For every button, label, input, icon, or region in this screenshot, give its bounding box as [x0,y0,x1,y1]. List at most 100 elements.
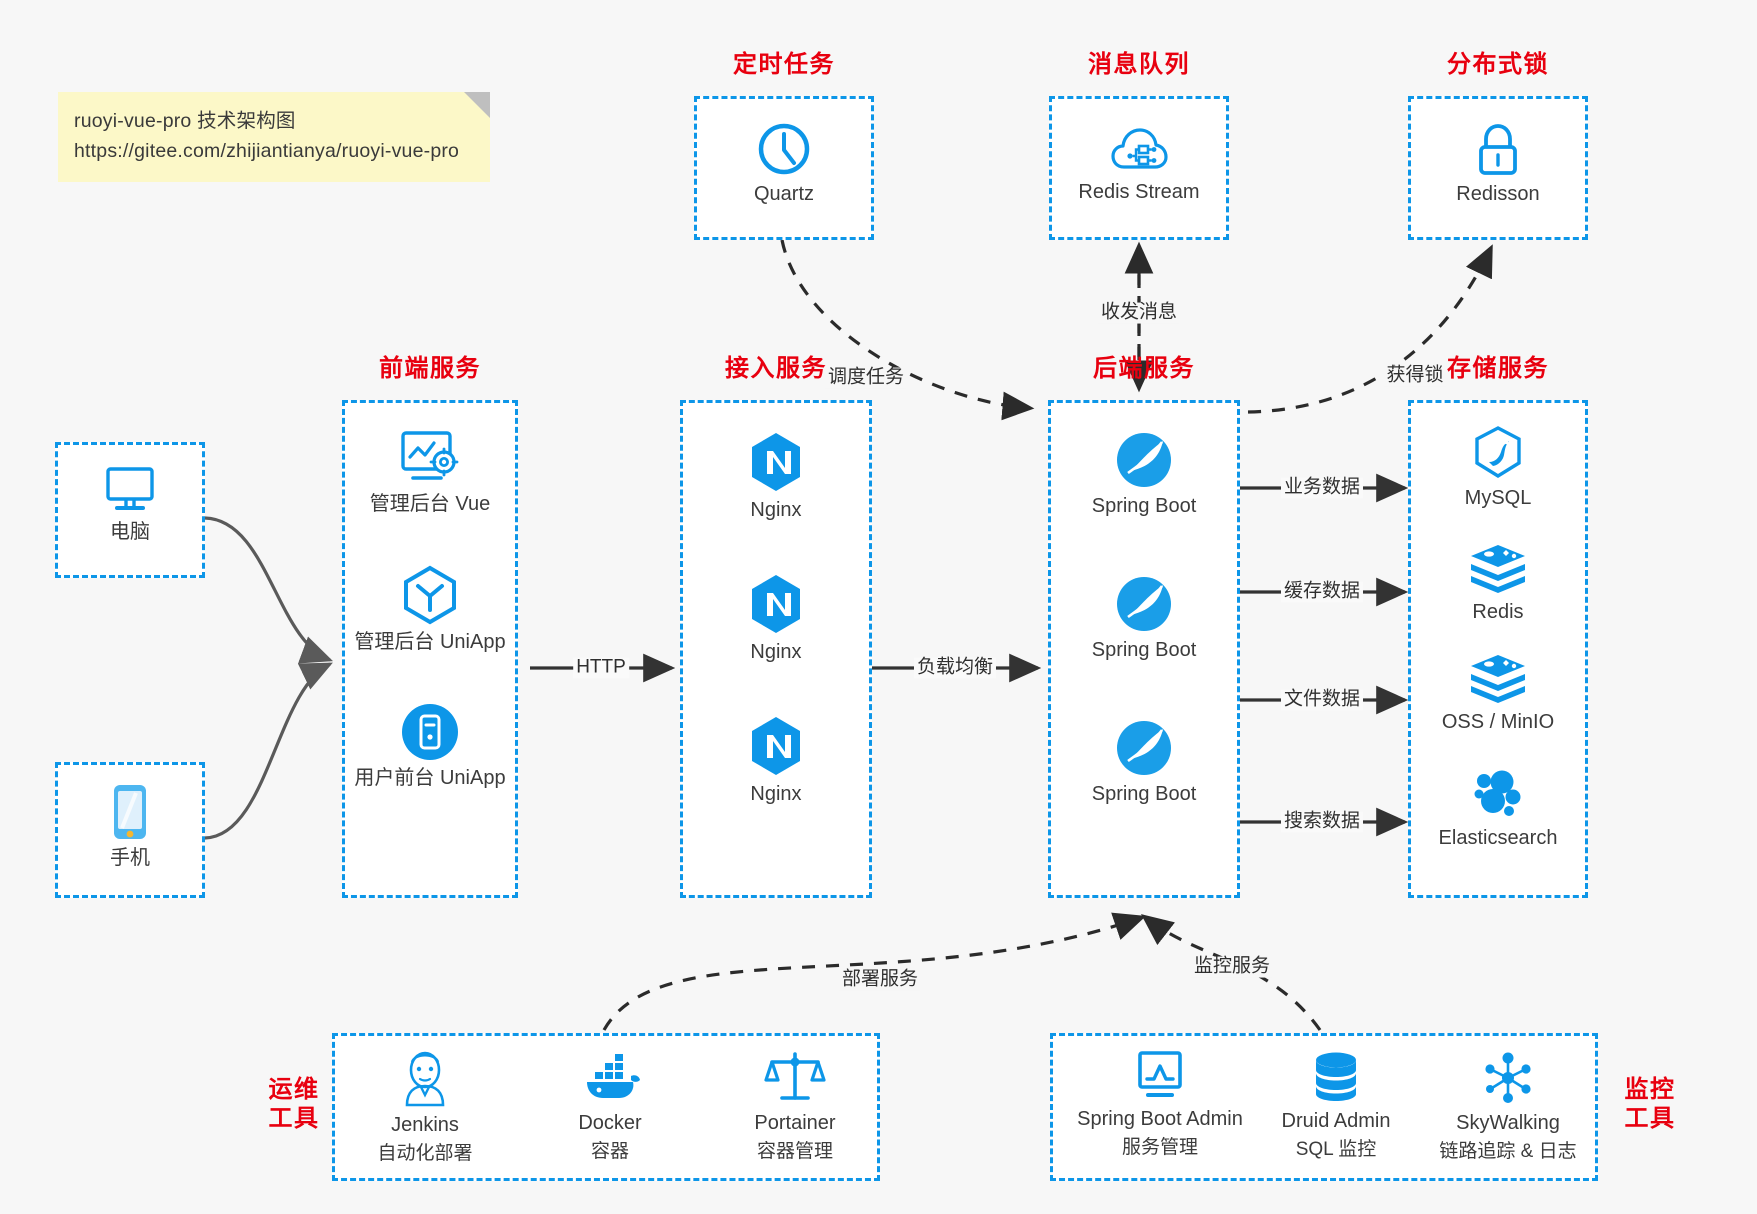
node-jenkins[interactable]: Jenkins 自动化部署 [310,1050,540,1167]
group-box-client-mobile: 手机 [55,762,205,898]
monitor-chart-icon [1138,1051,1182,1097]
redis-icon [1471,655,1525,703]
uniapp-hex-icon [404,565,456,625]
node-label: Quartz [753,183,815,205]
node-sublabel: 自动化部署 [377,1143,473,1164]
group-title-frontend: 前端服务 [379,355,481,382]
node-portainer[interactable]: Portainer 容器管理 [680,1050,910,1165]
group-box-monitor: Spring Boot Admin 服务管理 Druid Admin SQL 监… [1050,1033,1598,1181]
node-label: Nginx [750,641,802,663]
node-label: 用户前台 UniApp [354,767,506,789]
group-box-frontend: 管理后台 Vue 管理后台 UniApp 用户前台 UniApp [342,400,518,898]
node-redisson[interactable]: Redisson [1411,123,1585,207]
edge-label-send-receive-msg: 收发消息 [1097,302,1181,324]
edge-label-http: HTTP [573,657,629,679]
wire-pc-to-frontend [204,516,333,664]
nginx-icon [752,433,800,491]
redis-icon [1471,545,1525,593]
node-mysql[interactable]: MySQL [1411,425,1585,511]
database-stack-icon [1316,1052,1356,1101]
node-nginx-1[interactable]: Nginx [683,431,869,523]
spring-boot-icon [1117,433,1171,487]
group-box-scheduled-task: Quartz [694,96,874,240]
node-spring-boot-1[interactable]: Spring Boot [1051,431,1237,519]
node-quartz[interactable]: Quartz [697,121,871,207]
skywalking-icon [1485,1052,1531,1103]
group-box-client-pc: 电脑 [55,442,205,578]
lock-icon [1479,124,1517,175]
node-label: 手机 [110,847,150,869]
node-label: Redisson [1456,183,1540,205]
edge-label-cache-data: 缓存数据 [1280,581,1364,603]
node-label: Nginx [750,499,802,521]
node-nginx-2[interactable]: Nginx [683,573,869,665]
group-title-devops: 运维 工具 [262,1075,326,1134]
node-spring-boot-2[interactable]: Spring Boot [1051,575,1237,663]
node-label: Redis Stream [1078,181,1200,203]
group-box-backend: Spring Boot Spring Boot Spring Boot [1048,400,1240,898]
node-spring-boot-admin[interactable]: Spring Boot Admin 服务管理 [1045,1050,1275,1161]
node-label: Spring Boot [1091,495,1197,517]
group-box-gateway: Nginx Nginx Nginx [680,400,872,898]
node-skywalking[interactable]: SkyWalking 链路追踪 & 日志 [1393,1050,1623,1165]
group-box-devops: Jenkins 自动化部署 Docker 容器 [332,1033,880,1181]
jenkins-icon [405,1051,445,1107]
elasticsearch-icon [1474,770,1521,816]
node-admin-uniapp[interactable]: 管理后台 UniApp [345,565,515,655]
node-admin-vue[interactable]: 管理后台 Vue [345,429,515,517]
node-label: 电脑 [110,521,150,543]
group-box-message-queue: Redis Stream [1049,96,1229,240]
group-title-message-queue: 消息队列 [1088,51,1190,78]
node-label: Spring Boot Admin [1077,1108,1243,1130]
node-label: Redis [1472,601,1524,623]
node-label: Spring Boot [1091,639,1197,661]
clock-icon [758,123,810,175]
node-label: Nginx [750,783,802,805]
node-sublabel: 容器管理 [756,1141,833,1162]
edge-label-load-balance: 负载均衡 [913,657,997,679]
node-mobile[interactable]: 手机 [58,783,202,871]
node-redis-stream[interactable]: Redis Stream [1052,125,1226,205]
node-oss-minio[interactable]: OSS / MinIO [1411,653,1585,735]
node-label: OSS / MinIO [1441,711,1555,733]
edge-label-acquire-lock: 获得锁 [1383,365,1447,387]
nginx-icon [752,575,800,633]
note-fold-corner [464,92,490,118]
node-redis[interactable]: Redis [1411,543,1585,625]
group-box-distributed-lock: Redisson [1408,96,1588,240]
node-nginx-3[interactable]: Nginx [683,715,869,807]
node-label: 管理后台 Vue [369,493,491,515]
node-sublabel: 容器 [590,1141,629,1162]
diagram-note: ruoyi-vue-pro 技术架构图 https://gitee.com/zh… [58,92,490,183]
group-title-monitor-line1: 监控 [1624,1076,1676,1103]
group-title-gateway: 接入服务 [725,355,827,382]
group-title-monitor-line2: 工具 [1624,1105,1676,1133]
wire-mobile-to-frontend [204,662,333,840]
group-title-backend: 后端服务 [1093,355,1195,382]
edge-label-file-data: 文件数据 [1280,689,1364,711]
group-title-devops-line2: 工具 [268,1105,320,1133]
mysql-icon [1475,426,1521,478]
edge-label-biz-data: 业务数据 [1280,477,1364,499]
group-title-monitor: 监控 工具 [1618,1075,1682,1134]
mobile-app-icon [402,704,458,760]
portainer-icon [764,1052,826,1100]
note-line-title: ruoyi-vue-pro 技术架构图 [74,110,296,132]
spring-boot-icon [1117,577,1171,631]
group-title-distributed-lock: 分布式锁 [1447,51,1549,78]
node-elasticsearch[interactable]: Elasticsearch [1411,765,1585,851]
cloud-stream-icon [1111,128,1168,169]
node-label: Jenkins [391,1114,459,1136]
node-sublabel: 服务管理 [1121,1137,1198,1158]
node-druid-admin[interactable]: Druid Admin SQL 监控 [1221,1050,1451,1163]
node-label: Portainer [754,1112,836,1134]
dashboard-vue-icon [401,431,459,480]
node-docker[interactable]: Docker 容器 [495,1050,725,1165]
spring-boot-icon [1117,721,1171,775]
node-pc[interactable]: 电脑 [58,465,202,545]
node-user-uniapp[interactable]: 用户前台 UniApp [345,703,515,791]
node-spring-boot-3[interactable]: Spring Boot [1051,719,1237,807]
node-label: 管理后台 UniApp [354,631,506,653]
node-sublabel: 链路追踪 & 日志 [1439,1141,1577,1162]
